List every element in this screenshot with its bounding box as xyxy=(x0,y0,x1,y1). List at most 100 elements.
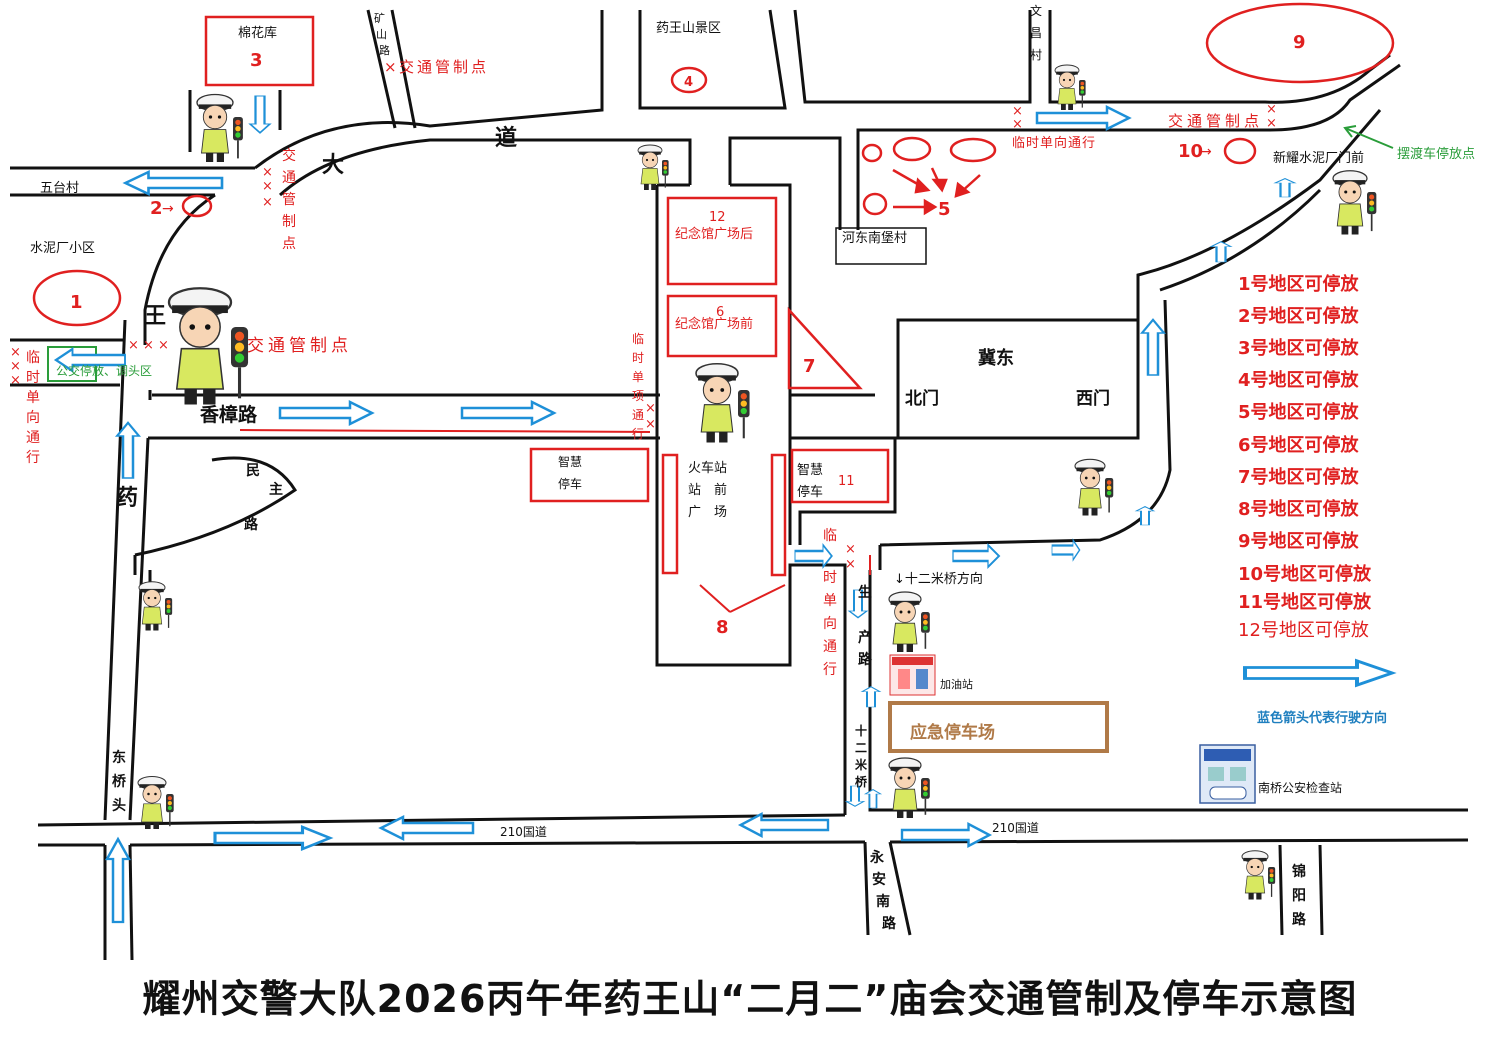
svg-text:临: 临 xyxy=(632,332,644,346)
svg-text:3: 3 xyxy=(250,50,263,71)
svg-text:×: × xyxy=(1266,116,1277,131)
zone-1-ellipse xyxy=(32,269,122,327)
place-labels: 棉花库 药王山景区 五台村 水泥厂小区 河东南堡村 新耀水泥厂门前 摆渡车停放点… xyxy=(30,3,1475,795)
svg-text:行: 行 xyxy=(632,427,644,441)
svg-text:向: 向 xyxy=(823,616,837,632)
legend-item: 11号地区可停放 xyxy=(1238,591,1372,613)
svg-text:×: × xyxy=(10,373,21,388)
svg-text:通: 通 xyxy=(282,170,296,186)
svg-text:12: 12 xyxy=(709,210,726,225)
smart-parking-left-box xyxy=(529,447,650,503)
svg-text:桥: 桥 xyxy=(112,773,127,790)
svg-text:永: 永 xyxy=(869,849,885,866)
parking-boxes xyxy=(32,2,1395,577)
svg-text:民: 民 xyxy=(246,463,260,479)
memorial-front-label: 纪念馆广场前 xyxy=(675,316,753,332)
legend-item: 8号地区可停放 xyxy=(1238,498,1360,520)
zone-3-box xyxy=(204,15,315,87)
xinyao-label: 新耀水泥厂门前 xyxy=(1273,150,1364,166)
zone-6-box xyxy=(666,294,778,358)
svg-text:×: × xyxy=(1266,102,1277,117)
svg-text:文: 文 xyxy=(1030,3,1042,18)
road-210-right: 210国道 xyxy=(992,821,1039,835)
svg-text:×: × xyxy=(262,165,273,180)
svg-text:单: 单 xyxy=(26,390,40,406)
svg-text:十: 十 xyxy=(855,723,867,738)
legend-item: 6号地区可停放 xyxy=(1238,434,1360,456)
legend-item: 1号地区可停放 xyxy=(1238,273,1360,295)
road-dao: 道 xyxy=(495,125,517,151)
svg-text:临: 临 xyxy=(823,528,837,544)
svg-text:阳: 阳 xyxy=(1292,888,1306,904)
jidong-label: 冀东 xyxy=(978,347,1014,369)
svg-text:站 前: 站 前 xyxy=(688,482,727,498)
memorial-back-label: 纪念馆广场后 xyxy=(675,226,753,242)
traffic-police-icons xyxy=(137,64,1378,901)
svg-text:4: 4 xyxy=(684,75,693,90)
svg-text:临: 临 xyxy=(26,350,40,366)
svg-text:生: 生 xyxy=(858,584,872,601)
svg-text:单: 单 xyxy=(632,370,644,384)
svg-text:×: × xyxy=(1012,104,1023,119)
svg-text:南: 南 xyxy=(876,893,890,910)
hedong-label: 河东南堡村 xyxy=(842,230,907,246)
road-labels: 大 道 王 药 香樟路 210国道 210国道 民 主 路 东 桥 头 永 安 … xyxy=(112,125,1307,932)
svg-text:锦: 锦 xyxy=(1292,863,1306,880)
legend-item: 2号地区可停放 xyxy=(1238,305,1360,327)
west-gate-label: 西门 xyxy=(1076,388,1110,409)
parking-legend: 1号地区可停放 2号地区可停放 3号地区可停放 4号地区可停放 5号地区可停放 … xyxy=(1238,273,1372,641)
svg-text:停车: 停车 xyxy=(558,476,582,491)
svg-text:×: × xyxy=(10,359,21,374)
svg-text:村: 村 xyxy=(1030,48,1042,62)
svg-text:×: × xyxy=(845,557,856,572)
svg-text:→: → xyxy=(162,201,174,217)
svg-text:×: × xyxy=(262,179,273,194)
svg-text:主: 主 xyxy=(269,481,283,498)
shuttle-label: 摆渡车停放点 xyxy=(1397,146,1475,162)
north-gate-label: 北门 xyxy=(905,388,939,409)
legend-item: 4号地区可停放 xyxy=(1238,369,1360,391)
svg-text:昌: 昌 xyxy=(1030,26,1042,40)
svg-text:管: 管 xyxy=(282,192,296,208)
control-point-label-2: 交通管制点 xyxy=(247,336,352,356)
control-point-label-1: 交通管制点 xyxy=(399,58,489,76)
legend-item: 7号地区可停放 xyxy=(1238,466,1360,488)
zone-2-ellipse xyxy=(181,194,213,218)
road-wang: 王 xyxy=(144,304,166,329)
label-boxes xyxy=(835,227,927,265)
svg-text:×: × xyxy=(384,58,397,76)
svg-text:火车站: 火车站 xyxy=(688,460,727,476)
svg-text:路: 路 xyxy=(1292,911,1307,928)
svg-text:点: 点 xyxy=(282,236,296,252)
emergency-parking-label: 应急停车场 xyxy=(910,722,995,743)
svg-text:停车: 停车 xyxy=(797,484,823,500)
svg-text:×: × xyxy=(10,345,21,360)
svg-text:通: 通 xyxy=(632,408,644,422)
svg-text:路: 路 xyxy=(858,651,873,668)
svg-text:× × ×: × × × xyxy=(128,338,169,353)
road-yao: 药 xyxy=(116,486,138,511)
svg-text:项: 项 xyxy=(632,389,644,403)
map-title: 耀州交警大队2026丙午年药王山“二月二”庙会交通管制及停车示意图 xyxy=(142,977,1358,1021)
svg-text:交: 交 xyxy=(282,147,296,164)
svg-text:路: 路 xyxy=(244,516,259,533)
svg-text:2: 2 xyxy=(150,198,163,219)
cotton-label: 棉花库 xyxy=(238,25,277,41)
svg-text:×: × xyxy=(845,542,856,557)
wutai-label: 五台村 xyxy=(40,181,79,196)
svg-text:通: 通 xyxy=(823,639,837,655)
svg-text:行: 行 xyxy=(26,450,40,466)
svg-text:时: 时 xyxy=(823,570,837,586)
legend-item: 9号地区可停放 xyxy=(1238,530,1360,552)
twelve-meter-dir-label: ↓十二米桥方向 xyxy=(894,571,983,587)
svg-text:7: 7 xyxy=(803,356,816,377)
svg-text:11: 11 xyxy=(838,474,855,489)
road-da: 大 xyxy=(322,153,344,178)
svg-text:8: 8 xyxy=(716,617,729,638)
svg-text:6: 6 xyxy=(716,305,724,320)
arrow-legend-note: 蓝色箭头代表行驶方向 xyxy=(1257,710,1387,726)
svg-text:制: 制 xyxy=(282,214,296,230)
yaowang-scenic-label: 药王山景区 xyxy=(656,21,721,36)
svg-text:智慧: 智慧 xyxy=(797,462,823,478)
